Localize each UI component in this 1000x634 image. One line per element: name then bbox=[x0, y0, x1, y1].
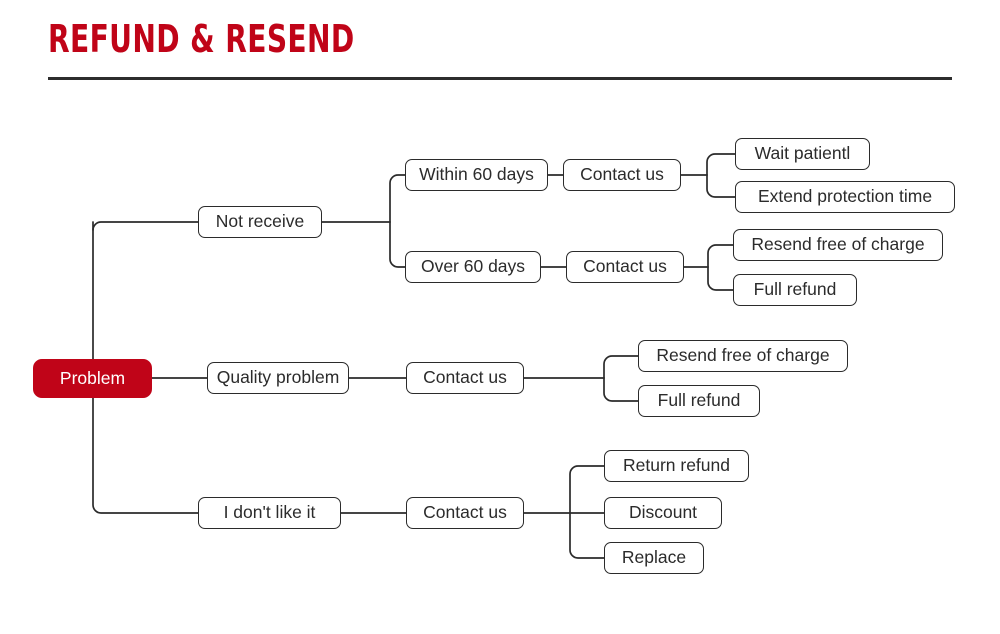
connector-contactover-to-fullrefund bbox=[707, 266, 734, 291]
node-contact-us-within-60[interactable]: Contact us bbox=[563, 159, 681, 191]
node-root-problem[interactable]: Problem bbox=[33, 359, 152, 398]
connector-contactquality-to-fullrefund bbox=[603, 377, 639, 402]
node-replace[interactable]: Replace bbox=[604, 542, 704, 574]
node-not-receive[interactable]: Not receive bbox=[198, 206, 322, 238]
node-resend-free-of-charge-quality[interactable]: Resend free of charge bbox=[638, 340, 848, 372]
connector-root-trunk bbox=[92, 221, 199, 514]
connector-contactdislike-to-replace bbox=[569, 512, 605, 559]
node-over-60-days[interactable]: Over 60 days bbox=[405, 251, 541, 283]
title-divider bbox=[48, 77, 952, 80]
connector-contactquality-to-resend bbox=[603, 355, 639, 379]
node-extend-protection-time[interactable]: Extend protection time bbox=[735, 181, 955, 213]
node-resend-free-of-charge-over-60[interactable]: Resend free of charge bbox=[733, 229, 943, 261]
connector-contactwithin-to-wait bbox=[706, 153, 736, 176]
node-contact-us-over-60[interactable]: Contact us bbox=[566, 251, 684, 283]
connector-contactwithin-to-extend bbox=[706, 174, 736, 198]
page-title: REFUND & RESEND bbox=[48, 17, 355, 61]
node-discount[interactable]: Discount bbox=[604, 497, 722, 529]
connector-contactover-to-resend bbox=[707, 244, 734, 268]
node-full-refund-over-60[interactable]: Full refund bbox=[733, 274, 857, 306]
connector-notreceive-to-within bbox=[389, 174, 406, 223]
node-return-refund[interactable]: Return refund bbox=[604, 450, 749, 482]
node-quality-problem[interactable]: Quality problem bbox=[207, 362, 349, 394]
connector-root-to-not-receive bbox=[92, 221, 199, 231]
node-contact-us-dislike[interactable]: Contact us bbox=[406, 497, 524, 529]
node-contact-us-quality[interactable]: Contact us bbox=[406, 362, 524, 394]
node-within-60-days[interactable]: Within 60 days bbox=[405, 159, 548, 191]
connector-contactdislike-to-return bbox=[569, 465, 605, 514]
node-i-dont-like-it[interactable]: I don't like it bbox=[198, 497, 341, 529]
connector-notreceive-to-over bbox=[389, 221, 406, 268]
node-wait-patiently[interactable]: Wait patientl bbox=[735, 138, 870, 170]
node-full-refund-quality[interactable]: Full refund bbox=[638, 385, 760, 417]
